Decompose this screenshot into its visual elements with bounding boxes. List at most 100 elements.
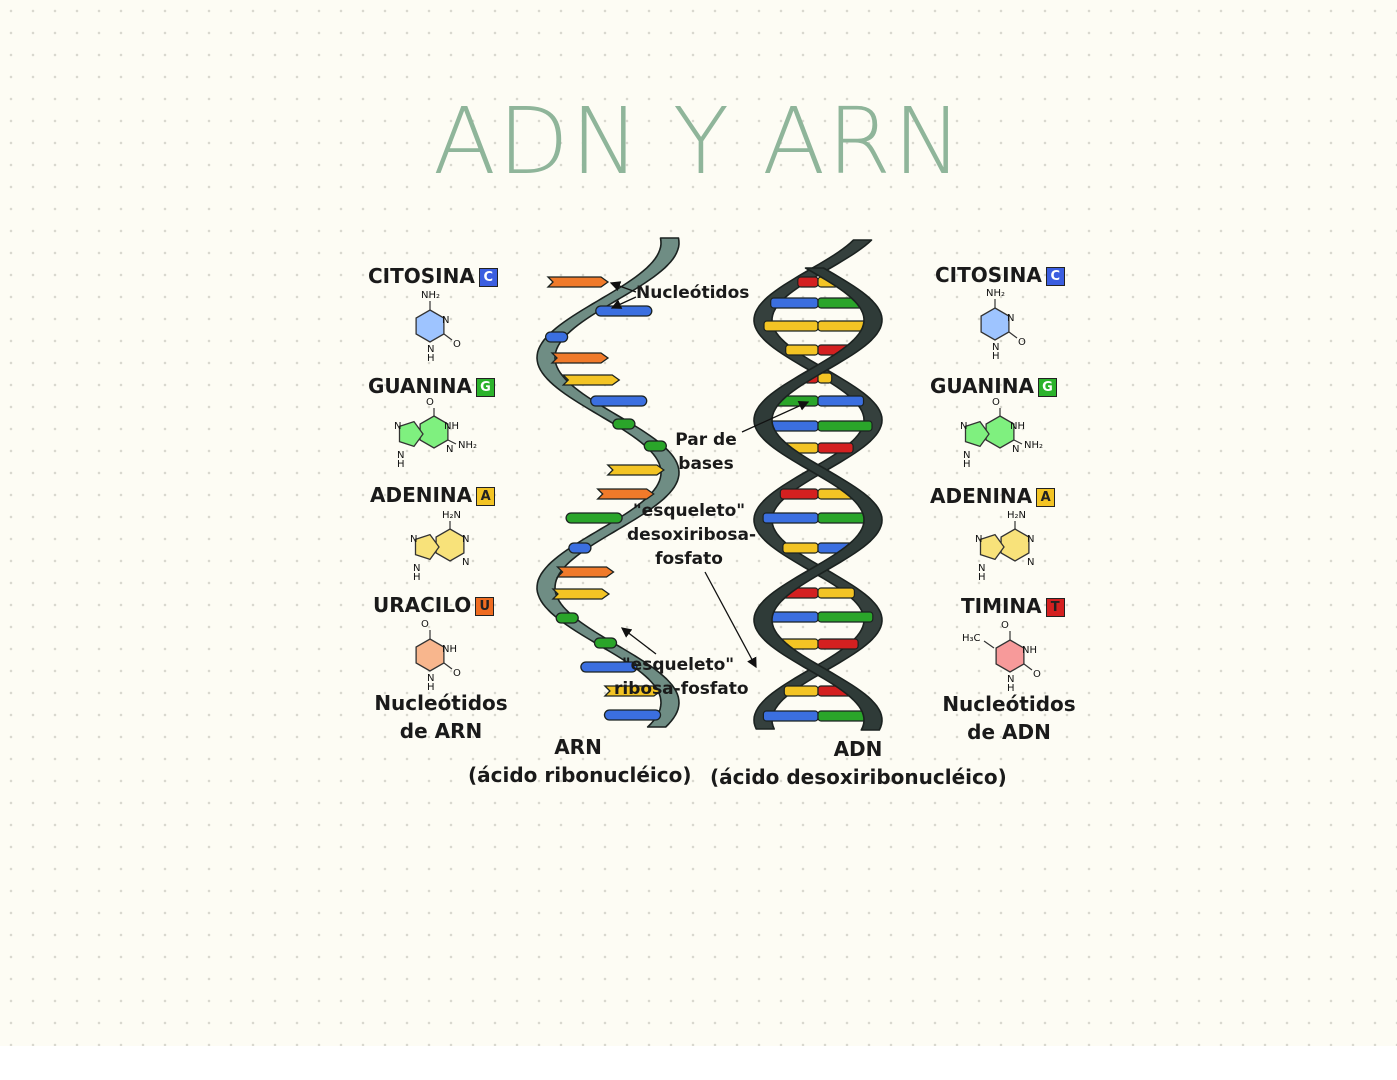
page-title: ADN Y ARN	[433, 88, 964, 195]
left-cytosine-ring	[415, 309, 445, 343]
right-cytosine-n2-label: N	[992, 342, 999, 353]
annotation-dna-backbone-line1: "esqueleto"	[632, 501, 746, 521]
rna-base-4	[561, 374, 621, 386]
rna-base-0	[546, 276, 610, 288]
rna-base-8	[606, 464, 665, 476]
rna-base-9	[596, 488, 655, 500]
arrow-base-pair	[741, 401, 810, 433]
rna-base-3	[550, 352, 610, 364]
adenine-badge: A	[1036, 488, 1056, 507]
annotation-base-pair-line2: bases	[678, 454, 734, 474]
rna-base-18	[603, 709, 662, 721]
rna-base-2	[544, 331, 569, 343]
right-thymine-n2-label: N	[1007, 674, 1014, 685]
left-uracil-h-label: H	[427, 682, 435, 693]
left-guanine-n3-label: N	[446, 444, 453, 455]
right-adenine-n1-label: N	[975, 534, 982, 545]
right-guanine-top-label: O	[992, 397, 1000, 408]
right-cytosine-ring	[980, 307, 1010, 341]
caption-dna: ADN (ácido desoxiribonucléico)	[710, 735, 1007, 791]
left-adenine-ring5	[414, 533, 440, 561]
left-adenine-h-label: H	[413, 572, 421, 583]
thymine-badge: T	[1045, 598, 1065, 617]
rna-base-16	[580, 661, 638, 673]
left-guanine-n1-label: N	[394, 421, 401, 432]
caption-rna-nucleotides-line1: Nucleótidos	[374, 691, 508, 715]
arrow-dna-backbone	[704, 571, 757, 669]
rna-base-13	[551, 588, 611, 600]
right-cytosine-top-label: NH₂	[986, 288, 1005, 299]
left-adenine-n4-label: N	[462, 534, 469, 545]
rna-base-14	[555, 612, 579, 624]
dna-backbone-strand-a	[753, 267, 883, 731]
annotation-nucleotides: Nucleótidos	[636, 283, 750, 303]
arrow-rna-backbone	[620, 627, 657, 655]
cytosine-badge: C	[478, 268, 498, 287]
annotation-rna-backbone-line2: ribosa-fosfato	[614, 679, 749, 699]
bottom-band	[0, 1046, 1397, 1080]
caption-dna-abbrev: ADN	[833, 737, 883, 761]
caption-dna-full: (ácido desoxiribonucléico)	[710, 765, 1007, 789]
adenine-badge: A	[476, 487, 496, 506]
left-guanine-n2-label: N	[397, 450, 404, 461]
right-thymine-bond-methyl	[983, 640, 995, 649]
annotation-base-pair-line1: Par de	[675, 430, 737, 450]
annotation-dna-backbone-line3: fosfato	[655, 549, 723, 569]
right-thymine-methyl-label: H₃C	[962, 633, 981, 644]
right-thymine-o-label: O	[1033, 669, 1041, 680]
left-guanine-ring5	[398, 420, 424, 448]
dna-base-right-4	[817, 372, 833, 384]
left-guanine-h-label: H	[397, 459, 405, 470]
cytosine-badge: C	[1045, 267, 1065, 286]
right-adenine-n4-label: N	[1027, 534, 1034, 545]
annotation-dna-backbone: "esqueleto" desoxiribosa- fosfato	[627, 499, 756, 571]
left-cytosine-top-label: NH₂	[421, 290, 440, 301]
right-thymine-h-label: H	[1007, 683, 1015, 694]
guanine-badge: G	[475, 378, 495, 397]
arrow-nucleotide-1	[609, 281, 637, 293]
right-thymine-ring	[995, 639, 1025, 673]
dna-base-right-6	[817, 420, 873, 432]
right-guanine-n2-label: N	[963, 450, 970, 461]
right-adenine-ring5	[979, 533, 1005, 561]
caption-rna-abbrev: ARN	[554, 735, 602, 759]
dna-base-right-15	[817, 638, 859, 650]
left-guanine-top-label: O	[426, 397, 434, 408]
right-thymine-n-label: NH	[1022, 645, 1037, 656]
caption-dna-nucleotides-line2: de ADN	[967, 720, 1051, 744]
right-cytosine-bond-o	[1008, 331, 1018, 339]
left-uracil-top-label: O	[421, 619, 429, 630]
rna-base-1	[595, 305, 653, 317]
left-uracil-ring	[415, 638, 445, 672]
right-adenine-ring6	[1000, 528, 1030, 562]
right-cytosine-n-label: N	[1007, 313, 1014, 324]
left-cytosine-o-label: O	[453, 339, 461, 350]
right-cytosine-h-label: H	[992, 351, 1000, 362]
left-uracil-bond-o	[443, 662, 453, 670]
rna-base-7	[643, 440, 667, 452]
right-guanine-n1-label: N	[960, 421, 967, 432]
right-adenine-h-label: H	[978, 572, 986, 583]
left-uracil-n-label: NH	[442, 644, 457, 655]
right-thymine-bond-o	[1023, 663, 1033, 671]
left-adenine-top-label: H₂N	[442, 510, 461, 521]
left-adenine-n3-label: N	[462, 557, 469, 568]
left-guanine-bond-side	[447, 439, 457, 445]
rna-base-5	[590, 395, 648, 407]
guanine-badge: G	[1037, 378, 1057, 397]
dna-base-right-13	[817, 587, 856, 599]
left-cytosine-h-label: H	[427, 353, 435, 364]
caption-rna: ARN (ácido ribonucléico)	[468, 733, 692, 789]
left-guanine-nh-label: NH	[444, 421, 459, 432]
left-uracil-o-label: O	[453, 668, 461, 679]
right-guanine-n3-label: N	[1012, 444, 1019, 455]
caption-rna-nucleotides-line2: de ARN	[399, 719, 483, 743]
rna-base-15	[593, 637, 618, 649]
left-adenine-n1-label: N	[410, 534, 417, 545]
rna-base-11	[568, 542, 592, 554]
